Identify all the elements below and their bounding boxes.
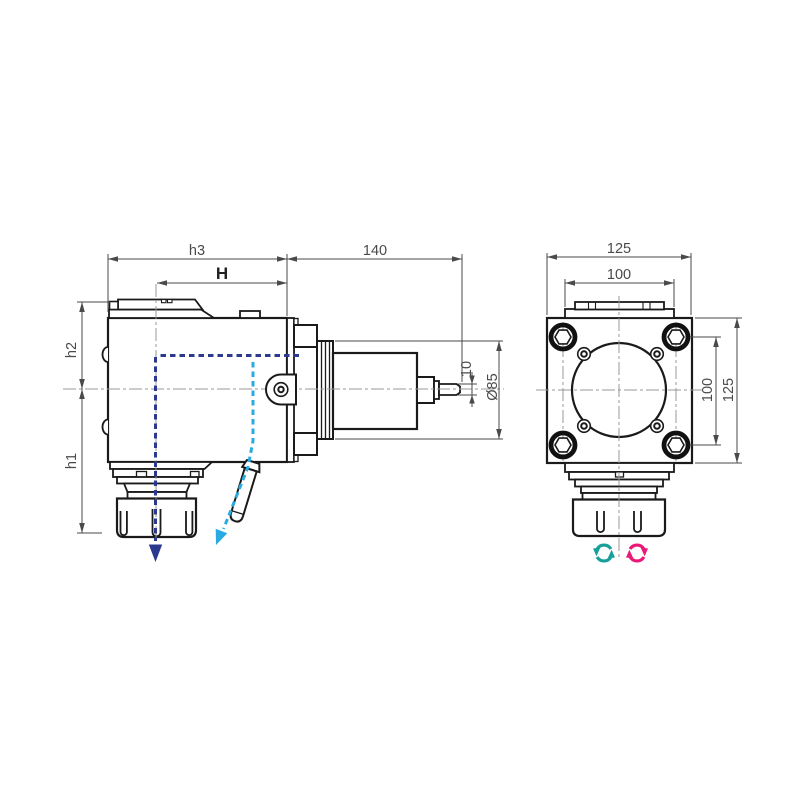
collet-chuck-side [109, 461, 215, 539]
nut-slot [185, 511, 194, 537]
corner-bolt [661, 430, 691, 460]
clamp-screw-boss [265, 373, 297, 406]
dim-label-125-right: 125 [721, 378, 737, 402]
dim-label-10: 10 [459, 361, 475, 377]
mount-holes [576, 346, 665, 434]
ccw-rotation-icon [593, 543, 615, 563]
top-flange-plate [108, 298, 261, 319]
dim-label-100-top: 100 [607, 267, 631, 283]
clamp-block-top [293, 324, 318, 348]
dim-label-h2: h2 [64, 342, 80, 358]
spindle-shank [286, 317, 461, 463]
mount-hole [576, 346, 592, 362]
side-view: h3 140 H h2 h1 10 [63, 243, 504, 562]
mount-hole [649, 346, 665, 362]
hex-socket-icon [667, 437, 685, 453]
nut-slot [119, 511, 128, 537]
blue-arrowhead-icon [148, 544, 163, 562]
corner-bolt [548, 430, 578, 460]
top-stop-block [239, 310, 261, 319]
cw-rotation-icon [626, 543, 648, 563]
mount-hole [576, 418, 592, 434]
hex-socket-icon [554, 329, 572, 345]
cyan-arrowhead-icon [215, 528, 228, 545]
corner-bolt [661, 322, 691, 352]
body-left-lug [101, 346, 109, 363]
shaft-step [416, 376, 435, 404]
dim-label-125-top: 125 [607, 241, 631, 257]
dim-label-h1: h1 [64, 453, 80, 469]
corner-bolt [548, 322, 578, 352]
coolant-direction-arrow-angled [215, 362, 255, 545]
nut-slot [596, 511, 605, 533]
spindle-cylinder [331, 351, 419, 431]
mount-hole [649, 418, 665, 434]
tool-direction-arrow-down [148, 354, 299, 562]
side-view-dimensions: h3 140 H h2 h1 10 [64, 243, 503, 534]
dowel-pin [160, 298, 167, 304]
dowel-pin [166, 298, 173, 304]
nut-slot [633, 511, 642, 533]
hex-socket-icon [667, 329, 685, 345]
dim-label-H: H [216, 264, 228, 283]
clamp-block-bottom [293, 432, 318, 456]
dim-label-d85: Ø85 [485, 373, 501, 400]
dim-label-h3: h3 [189, 243, 205, 259]
hex-socket-icon [554, 437, 572, 453]
dim-label-140: 140 [363, 243, 387, 259]
corner-bolts [548, 322, 691, 460]
front-view: 125 100 100 125 [536, 241, 742, 563]
coolant-pin [229, 458, 261, 523]
tool-body-outline [106, 316, 289, 464]
front-view-dimensions: 125 100 100 125 [546, 241, 742, 464]
dim-label-100-right: 100 [700, 378, 716, 402]
body-left-lug [101, 418, 109, 436]
bottom-flange-plate [109, 461, 215, 470]
